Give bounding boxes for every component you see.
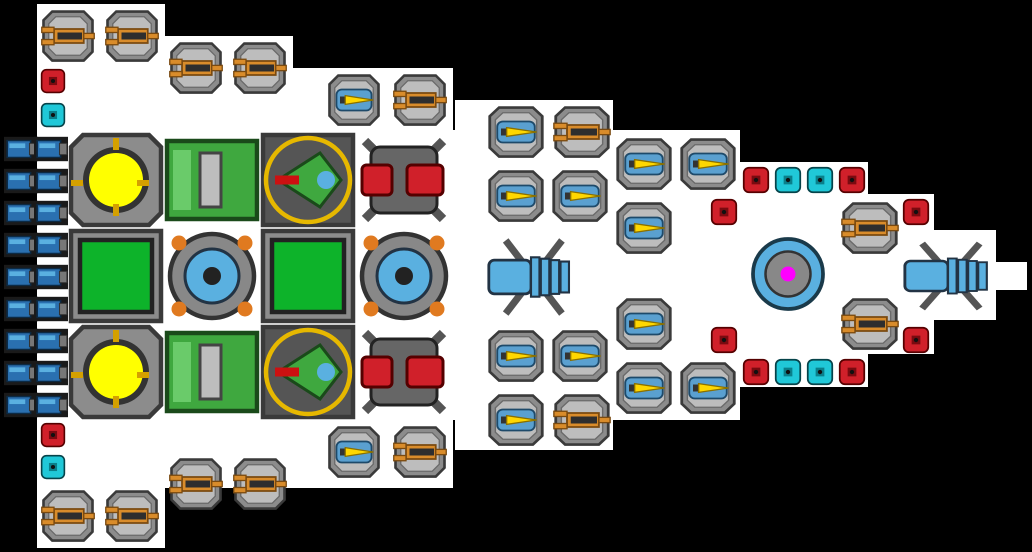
- blue-engine-thruster[interactable]: [34, 198, 68, 228]
- orange-gun-turret[interactable]: [232, 456, 288, 512]
- green-fuel-tank[interactable]: [164, 324, 260, 420]
- blue-engine-thruster[interactable]: [4, 262, 38, 292]
- blue-plasma-thruster[interactable]: [486, 232, 576, 322]
- blue-missile-launcher[interactable]: [486, 104, 546, 160]
- red-armor-block[interactable]: [902, 198, 930, 226]
- blue-missile-launcher[interactable]: [326, 424, 382, 480]
- orange-gun-turret[interactable]: [40, 8, 96, 64]
- red-armor-block[interactable]: [902, 326, 930, 354]
- blue-missile-launcher[interactable]: [614, 296, 674, 352]
- blue-engine-thruster[interactable]: [34, 358, 68, 388]
- blue-missile-launcher[interactable]: [486, 328, 546, 384]
- orange-gun-turret[interactable]: [104, 488, 160, 544]
- cyan-shield-block[interactable]: [806, 358, 834, 386]
- blue-engine-thruster[interactable]: [34, 294, 68, 324]
- blue-plasma-thruster[interactable]: [902, 236, 994, 316]
- blue-engine-thruster[interactable]: [4, 390, 38, 420]
- orange-gun-turret[interactable]: [552, 104, 612, 160]
- blue-engine-thruster[interactable]: [4, 166, 38, 196]
- blue-engine-thruster[interactable]: [34, 262, 68, 292]
- magenta-core[interactable]: [748, 234, 828, 314]
- blue-missile-launcher[interactable]: [550, 168, 610, 224]
- blue-engine-thruster[interactable]: [34, 134, 68, 164]
- green-cargo-bay[interactable]: [68, 228, 164, 324]
- blue-engine-thruster[interactable]: [4, 230, 38, 260]
- red-armor-block[interactable]: [742, 358, 770, 386]
- blue-engine-thruster[interactable]: [4, 198, 38, 228]
- blue-engine-thruster[interactable]: [4, 326, 38, 356]
- orange-gun-turret[interactable]: [552, 392, 612, 448]
- orange-gun-turret[interactable]: [40, 488, 96, 544]
- red-armor-block[interactable]: [710, 198, 738, 226]
- red-armor-block[interactable]: [838, 358, 866, 386]
- blue-engine-thruster[interactable]: [34, 390, 68, 420]
- orange-gun-turret[interactable]: [168, 456, 224, 512]
- blue-missile-launcher[interactable]: [326, 72, 382, 128]
- red-heavy-cannon[interactable]: [356, 132, 452, 228]
- blue-missile-launcher[interactable]: [678, 136, 738, 192]
- blue-engine-thruster[interactable]: [34, 326, 68, 356]
- blue-engine-thruster[interactable]: [4, 134, 38, 164]
- cyan-shield-block[interactable]: [40, 454, 66, 480]
- blue-missile-launcher[interactable]: [678, 360, 738, 416]
- blue-missile-launcher[interactable]: [614, 136, 674, 192]
- green-fighter-bay[interactable]: [260, 132, 356, 228]
- cyan-shield-block[interactable]: [774, 358, 802, 386]
- yellow-reactor[interactable]: [68, 132, 164, 228]
- cyan-shield-block[interactable]: [774, 166, 802, 194]
- blue-gyroscope[interactable]: [356, 228, 452, 324]
- hull-tile: [995, 262, 1027, 290]
- red-armor-block[interactable]: [40, 422, 66, 448]
- orange-gun-turret[interactable]: [840, 200, 900, 256]
- blue-engine-thruster[interactable]: [4, 294, 38, 324]
- red-armor-block[interactable]: [40, 68, 66, 94]
- blue-engine-thruster[interactable]: [4, 358, 38, 388]
- red-heavy-cannon[interactable]: [356, 324, 452, 420]
- blue-missile-launcher[interactable]: [486, 392, 546, 448]
- cyan-shield-block[interactable]: [40, 102, 66, 128]
- orange-gun-turret[interactable]: [840, 296, 900, 352]
- blue-engine-thruster[interactable]: [34, 166, 68, 196]
- red-armor-block[interactable]: [710, 326, 738, 354]
- green-fuel-tank[interactable]: [164, 132, 260, 228]
- green-fighter-bay[interactable]: [260, 324, 356, 420]
- yellow-reactor[interactable]: [68, 324, 164, 420]
- blue-missile-launcher[interactable]: [614, 200, 674, 256]
- blue-gyroscope[interactable]: [164, 228, 260, 324]
- red-armor-block[interactable]: [838, 166, 866, 194]
- orange-gun-turret[interactable]: [104, 8, 160, 64]
- orange-gun-turret[interactable]: [168, 40, 224, 96]
- blue-missile-launcher[interactable]: [550, 328, 610, 384]
- red-armor-block[interactable]: [742, 166, 770, 194]
- orange-gun-turret[interactable]: [392, 72, 448, 128]
- blue-missile-launcher[interactable]: [614, 360, 674, 416]
- cyan-shield-block[interactable]: [806, 166, 834, 194]
- blue-missile-launcher[interactable]: [486, 168, 546, 224]
- blue-engine-thruster[interactable]: [34, 230, 68, 260]
- orange-gun-turret[interactable]: [392, 424, 448, 480]
- green-cargo-bay[interactable]: [260, 228, 356, 324]
- orange-gun-turret[interactable]: [232, 40, 288, 96]
